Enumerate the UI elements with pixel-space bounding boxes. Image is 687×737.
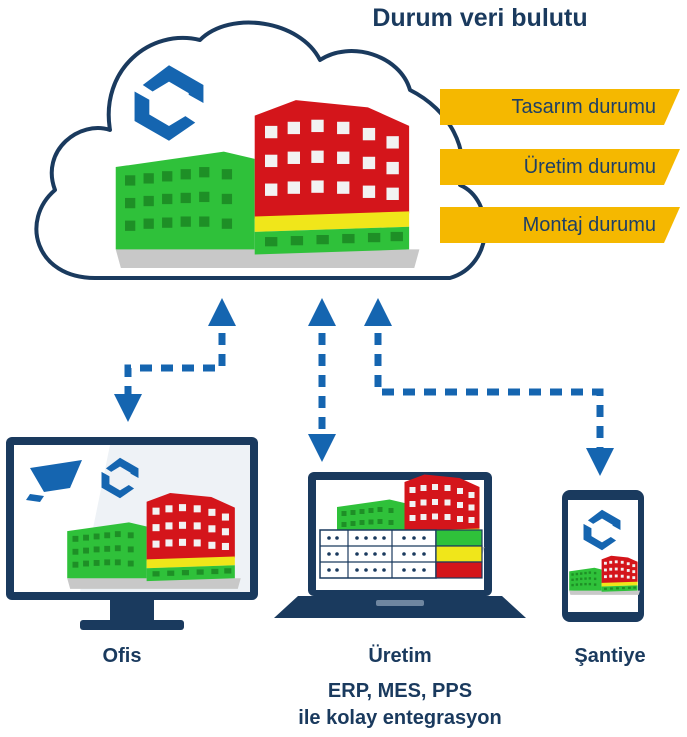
status-production: Üretim durumu [440, 149, 680, 185]
status-assembly-label: Montaj durumu [522, 214, 656, 236]
laptop-icon [274, 472, 526, 618]
diagram-title: Durum veri bulutu [372, 4, 588, 32]
site-label: Şantiye [574, 645, 646, 667]
production-integration-line2: ile kolay entegrasyon [298, 707, 502, 729]
status-assembly: Montaj durumu [440, 207, 680, 243]
tablet-icon [562, 490, 644, 622]
monitor-icon [6, 437, 258, 630]
status-design: Tasarım durumu [440, 89, 680, 125]
table-icon [319, 529, 483, 579]
connector-office [114, 298, 236, 422]
connector-site [364, 298, 614, 476]
office-label: Ofis [102, 645, 142, 667]
status-tag-backgrounds [440, 89, 680, 243]
monitor-logo-left [26, 460, 82, 502]
production-integration-line1: ERP, MES, PPS [327, 680, 473, 702]
production-label: Üretim [368, 645, 432, 667]
status-production-label: Üretim durumu [523, 156, 656, 178]
status-design-label: Tasarım durumu [511, 96, 657, 118]
